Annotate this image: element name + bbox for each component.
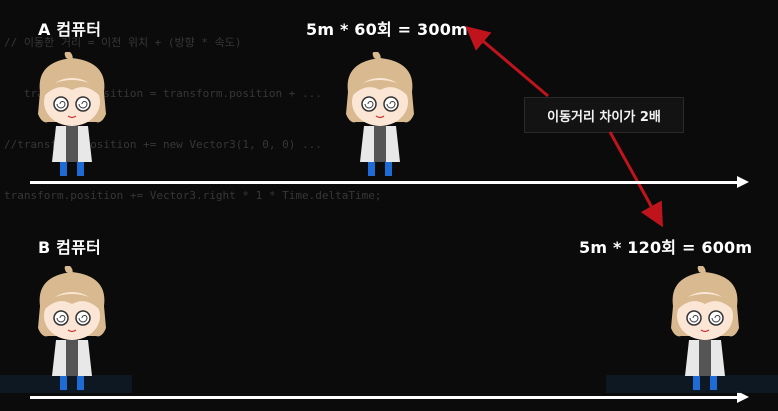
character-illustration <box>671 266 739 390</box>
arrow-to-equation-a <box>465 26 549 98</box>
character-illustration <box>346 52 414 176</box>
character-illustration <box>38 266 106 390</box>
character-illustration <box>38 52 106 176</box>
computer-a-label: A 컴퓨터 <box>38 20 102 39</box>
computer-a-equation: 5m * 60회 = 300m <box>306 20 468 39</box>
code-line: transform.position += Vector3.right * 1 … <box>4 189 382 202</box>
ui-strip <box>606 375 778 393</box>
callout-text: 이동거리 차이가 2배 <box>547 109 661 125</box>
track-arrow-a <box>30 176 749 188</box>
arrow-to-equation-b <box>608 131 663 228</box>
code-line: //transform.position += new Vector3(1, 0… <box>4 138 322 151</box>
code-line: // 이동한 거리 = 이전 위치 + (방향 * 속도) <box>4 36 242 49</box>
distance-difference-callout: 이동거리 차이가 2배 <box>524 97 684 133</box>
track-arrow-b <box>30 391 749 403</box>
computer-b-label: B 컴퓨터 <box>38 238 101 257</box>
computer-b-equation: 5m * 120회 = 600m <box>579 238 753 257</box>
